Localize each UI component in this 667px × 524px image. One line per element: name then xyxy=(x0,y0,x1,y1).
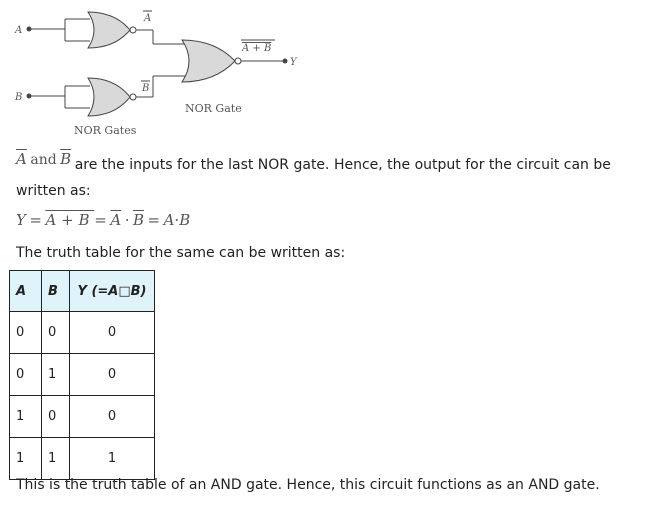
cell-b: 1 xyxy=(41,437,70,480)
inputs-rest-text: are the inputs for the last NOR gate. He… xyxy=(74,157,611,173)
cell-y: 1 xyxy=(69,437,155,480)
cell-a: 0 xyxy=(9,353,42,396)
cell-a: 1 xyxy=(9,395,42,438)
table-row: 0 0 0 xyxy=(9,311,155,354)
label-b-bar: B xyxy=(141,83,149,94)
cell-y: 0 xyxy=(69,353,155,396)
eq-overlined-sum: A + B xyxy=(45,211,94,229)
cell-a: 0 xyxy=(9,311,42,354)
math-a-bar: A xyxy=(16,150,27,168)
label-input-b: B xyxy=(14,92,22,103)
eq-y: Y xyxy=(16,211,26,229)
header-b: B xyxy=(41,270,70,312)
label-a-bar: A xyxy=(143,13,151,24)
eq-equals-1: = xyxy=(29,211,42,229)
label-nor-gate: NOR Gate xyxy=(185,102,242,115)
eq-rhs: A·B xyxy=(163,211,191,229)
math-b-bar: B xyxy=(60,150,72,168)
header-a: A xyxy=(9,270,42,312)
truth-table-header-row: A B Y (=A□B) xyxy=(9,270,155,312)
output-equation: Y = A + B = A · B = A·B xyxy=(16,211,190,230)
nor-gate-final xyxy=(181,39,236,83)
label-nor-gates: NOR Gates xyxy=(74,124,137,137)
header-y: Y (=A□B) xyxy=(69,270,155,312)
eq-a-bar-1: A xyxy=(45,211,57,229)
table-row: 1 0 0 xyxy=(9,395,155,438)
truth-intro-text: The truth table for the same can be writ… xyxy=(16,245,346,261)
nor-gate-2 xyxy=(87,77,131,117)
nor-gate-1 xyxy=(87,11,131,49)
written-as-text: written as: xyxy=(16,183,91,199)
word-and: and xyxy=(30,152,57,168)
conclusion-text: This is the truth table of an AND gate. … xyxy=(16,477,600,493)
truth-table: A B Y (=A□B) 0 0 0 0 1 0 1 0 0 1 1 1 xyxy=(9,270,155,480)
eq-a-double-bar: A xyxy=(110,211,122,229)
output-y-terminal xyxy=(282,58,288,64)
label-input-a: A xyxy=(14,25,22,36)
cell-y: 0 xyxy=(69,311,155,354)
eq-dot: · xyxy=(124,211,130,229)
cell-b: 0 xyxy=(41,311,70,354)
cell-b: 1 xyxy=(41,353,70,396)
inputs-sentence: A and B are the inputs for the last NOR … xyxy=(16,150,611,173)
nor-circuit-diagram: A B A B A + B Y NOR Gate NOR Gates xyxy=(14,10,298,137)
table-row: 0 1 0 xyxy=(9,353,155,396)
eq-equals-3: = xyxy=(147,211,161,229)
cell-b: 0 xyxy=(41,395,70,438)
label-output-expression: A + B xyxy=(241,43,271,54)
cell-a: 1 xyxy=(9,437,42,480)
table-row: 1 1 1 xyxy=(9,437,155,480)
eq-b-bar-1: B xyxy=(78,211,90,229)
label-output-y: Y xyxy=(290,57,298,68)
cell-y: 0 xyxy=(69,395,155,438)
eq-equals-2: = xyxy=(94,211,107,229)
eq-plus: + xyxy=(61,211,74,229)
eq-b-double-bar: B xyxy=(132,211,145,229)
